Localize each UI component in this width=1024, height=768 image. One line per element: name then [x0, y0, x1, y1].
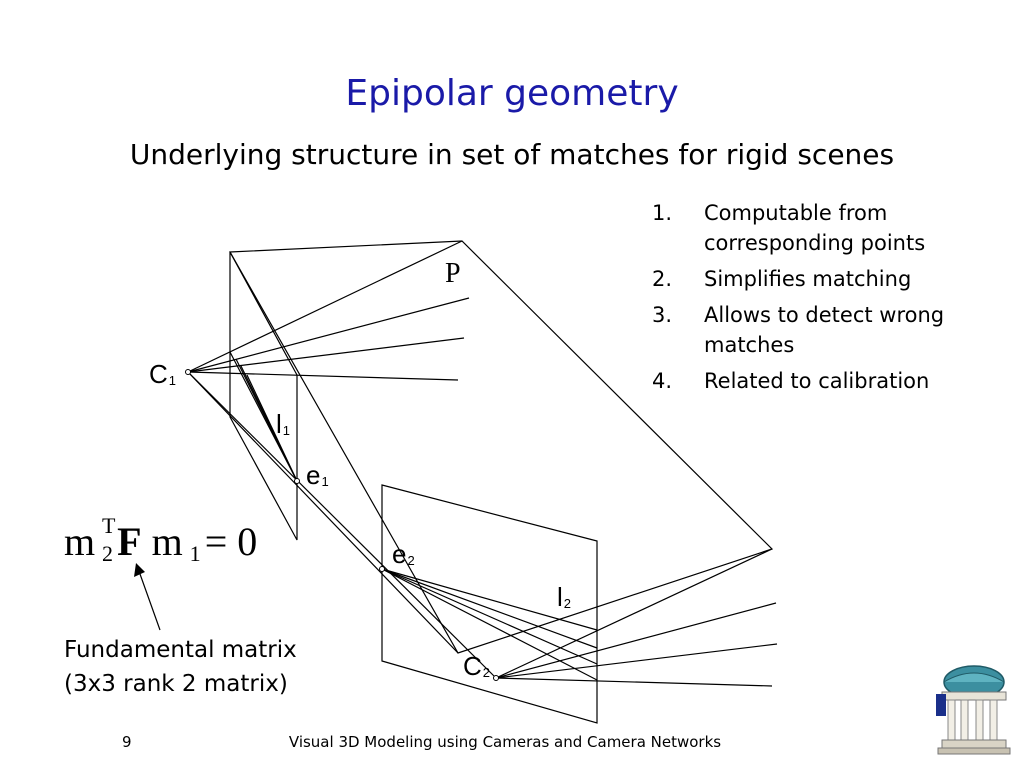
scene-plane — [228, 240, 774, 654]
rays-c2 — [495, 548, 778, 687]
rays-c1 — [187, 240, 470, 654]
epipolar-fan-1 — [229, 351, 298, 482]
image-plane-1 — [229, 251, 298, 541]
properties-list: 1.Computable from corresponding points 2… — [652, 198, 1002, 402]
list-item: 1.Computable from corresponding points — [652, 201, 926, 255]
page-number: 9 — [122, 733, 132, 751]
list-item: 2.Simplifies matching — [652, 267, 912, 291]
arrow-head — [134, 563, 145, 577]
epipolar-fan-2 — [381, 568, 598, 681]
epipolar-line-2-label: l2 — [557, 582, 572, 612]
camera-center-2-label: C2 — [463, 651, 491, 681]
camera-center-2 — [493, 675, 499, 681]
baseline — [187, 371, 497, 679]
fundamental-matrix-symbol: F — [117, 519, 142, 564]
epipole-1 — [294, 478, 300, 484]
epipolar-line-1-label: l1 — [276, 409, 291, 439]
epipole-1-label: e1 — [306, 460, 329, 490]
matrix-pointer-arrow — [139, 573, 161, 631]
slide-subtitle: Underlying structure in set of matches f… — [129, 138, 895, 171]
equation-rhs: = 0 — [204, 519, 258, 564]
fundamental-matrix-label: Fundamental matrix (3x3 rank 2 matrix) — [64, 637, 297, 697]
slide-title: Epipolar geometry — [345, 73, 679, 114]
list-item: 4.Related to calibration — [652, 369, 930, 393]
image-plane-2 — [381, 484, 598, 724]
footer-text: Visual 3D Modeling using Cameras and Cam… — [288, 733, 722, 751]
epipole-2 — [379, 566, 385, 572]
camera-center-1-label: C1 — [149, 359, 177, 389]
list-item: 3.Allows to detect wrong matches — [652, 303, 945, 357]
epipole-2-label: e2 — [392, 539, 415, 569]
camera-center-1 — [185, 369, 191, 375]
plane-label: P — [445, 258, 461, 289]
campus-pavilion-icon — [936, 665, 1011, 755]
